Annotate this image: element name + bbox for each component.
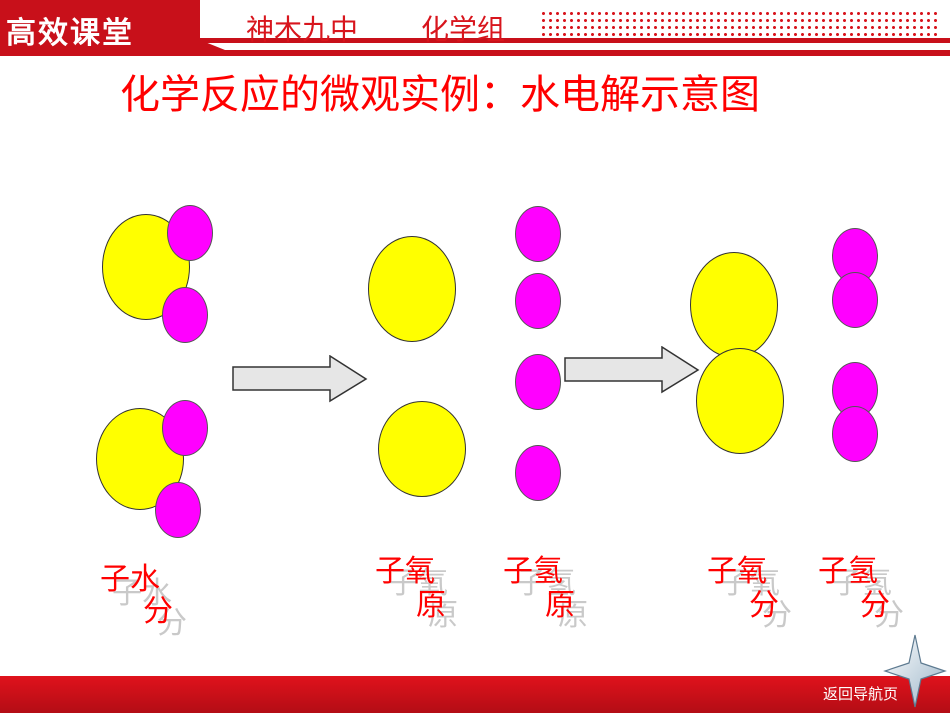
label-hydrogen-atom-1: 子氢 — [503, 554, 563, 589]
label-hydrogen-molecule-1: 子氢 — [818, 554, 878, 589]
label-shadow: 分 — [762, 598, 792, 633]
label-shadow: 分 — [157, 606, 187, 641]
label-shadow: 子氢 — [516, 566, 576, 601]
label-shadow: 原 — [428, 598, 458, 633]
hydrogen-atom — [167, 205, 213, 261]
oxygen-atom — [368, 236, 456, 342]
hydrogen-atom — [832, 272, 878, 328]
label-shadow: 子水 — [112, 576, 172, 611]
hydrogen-atom — [832, 228, 878, 284]
hydrogen-atom — [515, 273, 561, 329]
hydrogen-atom — [515, 354, 561, 410]
label-hydrogen-atom-2: 原 — [545, 588, 575, 623]
label-oxygen-atom-2: 原 — [416, 588, 446, 623]
header-divider — [200, 38, 950, 43]
label-water-molecule-2: 分 — [143, 594, 173, 629]
hydrogen-atom — [162, 287, 208, 343]
star-icon — [883, 634, 947, 708]
oxygen-atom — [690, 252, 778, 358]
school-name: 神木九中 — [246, 13, 359, 46]
label-water-molecule-1: 子水 — [100, 562, 160, 597]
label-shadow: 子氢 — [832, 566, 892, 601]
hydrogen-atom — [832, 406, 878, 462]
brand-title: 高效课堂 — [6, 16, 134, 51]
header-divider-lower — [0, 50, 950, 56]
hydrogen-atom — [162, 400, 208, 456]
hydrogen-atom — [155, 482, 201, 538]
label-oxygen-molecule-2: 分 — [749, 588, 779, 623]
hydrogen-atom — [515, 206, 561, 262]
label-shadow: 原 — [558, 598, 588, 633]
label-oxygen-atom-1: 子氧 — [375, 554, 435, 589]
oxygen-atom — [378, 401, 466, 497]
label-shadow: 子氧 — [388, 566, 448, 601]
label-hydrogen-molecule-2: 分 — [860, 588, 890, 623]
arrow-right-icon — [232, 355, 368, 403]
label-shadow: 子氧 — [720, 566, 780, 601]
back-to-nav-link[interactable]: 返回导航页 — [822, 685, 898, 703]
page-title: 化学反应的微观实例：水电解示意图 — [120, 72, 760, 118]
arrow-right-icon — [564, 346, 700, 394]
group-name: 化学组 — [421, 13, 506, 46]
footer-bar — [0, 676, 950, 713]
label-shadow: 分 — [874, 598, 904, 633]
label-oxygen-molecule-1: 子氧 — [707, 554, 767, 589]
dot-pattern — [540, 10, 940, 36]
oxygen-atom — [696, 348, 784, 454]
hydrogen-atom — [515, 445, 561, 501]
